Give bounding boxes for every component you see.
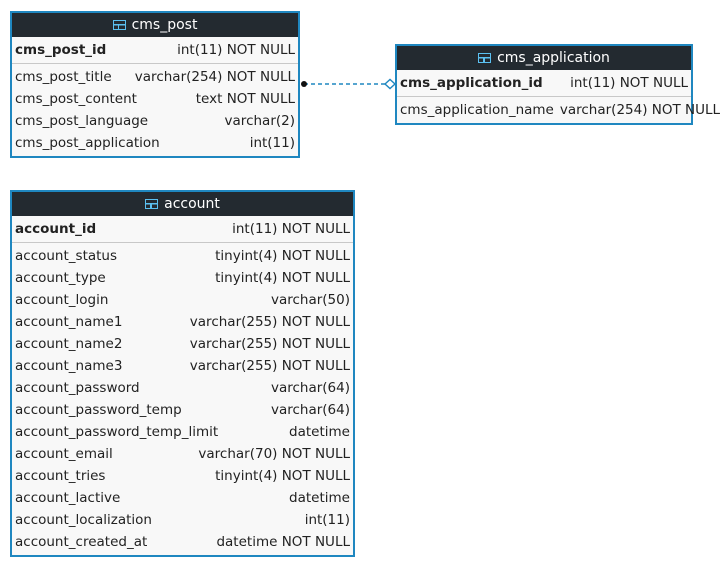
column-type: datetime <box>289 490 350 506</box>
primary-key-section: cms_application_id int(11) NOT NULL <box>397 70 691 97</box>
column-type: text NOT NULL <box>195 91 295 107</box>
column-type: tinyint(4) NOT NULL <box>215 270 350 286</box>
primary-key-section: cms_post_id int(11) NOT NULL <box>12 37 298 64</box>
column-row[interactable]: cms_post_language varchar(2) <box>12 110 298 132</box>
entity-title: cms_application <box>497 50 610 66</box>
column-name: cms_application_id <box>400 75 543 91</box>
entity-cms-application[interactable]: cms_application cms_application_id int(1… <box>395 44 720 125</box>
column-name: account_password <box>15 380 140 396</box>
column-type: tinyint(4) NOT NULL <box>215 248 350 264</box>
column-type: int(11) NOT NULL <box>570 75 688 91</box>
column-name: account_id <box>15 221 97 237</box>
column-row[interactable]: account_name2 varchar(255) NOT NULL <box>12 333 353 355</box>
column-row[interactable]: account_localization int(11) <box>12 509 353 531</box>
entity-header[interactable]: account <box>12 192 353 216</box>
column-row[interactable]: cms_post_content text NOT NULL <box>12 88 298 110</box>
entity-cms-post[interactable]: cms_post cms_post_id int(11) NOT NULL cm… <box>10 11 300 158</box>
primary-key-row[interactable]: cms_post_id int(11) NOT NULL <box>12 37 298 63</box>
relationship-end-diamond <box>383 78 397 90</box>
column-row[interactable]: account_password_temp varchar(64) <box>12 399 353 421</box>
column-name: account_localization <box>15 512 152 528</box>
column-type: varchar(50) <box>270 292 350 308</box>
primary-key-row[interactable]: account_id int(11) NOT NULL <box>12 216 353 242</box>
column-type: datetime <box>289 424 350 440</box>
column-type: int(11) NOT NULL <box>232 221 350 237</box>
column-row[interactable]: account_lactive datetime <box>12 487 353 509</box>
column-row[interactable]: account_login varchar(50) <box>12 289 353 311</box>
column-type: tinyint(4) NOT NULL <box>215 468 350 484</box>
column-name: account_password_temp_limit <box>15 424 219 440</box>
column-type: varchar(254) NOT NULL <box>134 69 295 85</box>
column-name: cms_post_title <box>15 69 112 85</box>
column-type: varchar(64) <box>270 380 350 396</box>
column-row[interactable]: account_tries tinyint(4) NOT NULL <box>12 465 353 487</box>
column-name: account_status <box>15 248 118 264</box>
column-name: account_created_at <box>15 534 148 550</box>
entity-account[interactable]: account account_id int(11) NOT NULL acco… <box>10 190 355 557</box>
column-type: varchar(255) NOT NULL <box>189 358 350 374</box>
column-row[interactable]: cms_post_application int(11) <box>12 132 298 154</box>
column-type: varchar(255) NOT NULL <box>189 336 350 352</box>
column-type: varchar(64) <box>270 402 350 418</box>
column-type: varchar(70) NOT NULL <box>198 446 350 462</box>
column-list: cms_application_name varchar(254) NOT NU… <box>397 97 720 123</box>
column-row[interactable]: account_type tinyint(4) NOT NULL <box>12 267 353 289</box>
column-name: cms_post_application <box>15 135 160 151</box>
column-list: cms_post_title varchar(254) NOT NULL cms… <box>12 64 298 156</box>
column-row[interactable]: cms_application_name varchar(254) NOT NU… <box>397 99 720 121</box>
column-name: account_tries <box>15 468 106 484</box>
column-row[interactable]: cms_post_title varchar(254) NOT NULL <box>12 66 298 88</box>
column-row[interactable]: account_email varchar(70) NOT NULL <box>12 443 353 465</box>
primary-key-section: account_id int(11) NOT NULL <box>12 216 353 243</box>
table-icon <box>112 20 126 30</box>
column-name: cms_post_language <box>15 113 149 129</box>
table-icon <box>145 199 159 209</box>
column-name: account_name3 <box>15 358 123 374</box>
table-icon <box>478 53 492 63</box>
primary-key-row[interactable]: cms_application_id int(11) NOT NULL <box>397 70 691 96</box>
column-name: cms_post_content <box>15 91 137 107</box>
entity-header[interactable]: cms_post <box>12 13 298 37</box>
column-name: cms_application_name <box>400 102 554 118</box>
column-type: varchar(255) NOT NULL <box>189 314 350 330</box>
column-name: account_name2 <box>15 336 123 352</box>
column-type: datetime NOT NULL <box>216 534 350 550</box>
entity-title: cms_post <box>131 17 198 33</box>
column-type: int(11) NOT NULL <box>177 42 295 58</box>
column-name: account_lactive <box>15 490 121 506</box>
column-name: account_type <box>15 270 106 286</box>
column-type: int(11) <box>249 135 295 151</box>
column-name: account_email <box>15 446 113 462</box>
column-name: account_login <box>15 292 109 308</box>
column-row[interactable]: account_name1 varchar(255) NOT NULL <box>12 311 353 333</box>
column-list: account_status tinyint(4) NOT NULL accou… <box>12 243 353 555</box>
column-type: varchar(2) <box>224 113 295 129</box>
column-row[interactable]: account_created_at datetime NOT NULL <box>12 531 353 553</box>
column-name: cms_post_id <box>15 42 107 58</box>
column-row[interactable]: account_password_temp_limit datetime <box>12 421 353 443</box>
column-row[interactable]: account_name3 varchar(255) NOT NULL <box>12 355 353 377</box>
column-type: int(11) <box>304 512 350 528</box>
column-name: account_name1 <box>15 314 123 330</box>
column-name: account_password_temp <box>15 402 182 418</box>
column-row[interactable]: account_status tinyint(4) NOT NULL <box>12 245 353 267</box>
relationship-origin-dot <box>301 81 307 87</box>
column-type: varchar(254) NOT NULL <box>559 102 720 118</box>
entity-title: account <box>164 196 220 212</box>
entity-header[interactable]: cms_application <box>397 46 691 70</box>
column-row[interactable]: account_password varchar(64) <box>12 377 353 399</box>
